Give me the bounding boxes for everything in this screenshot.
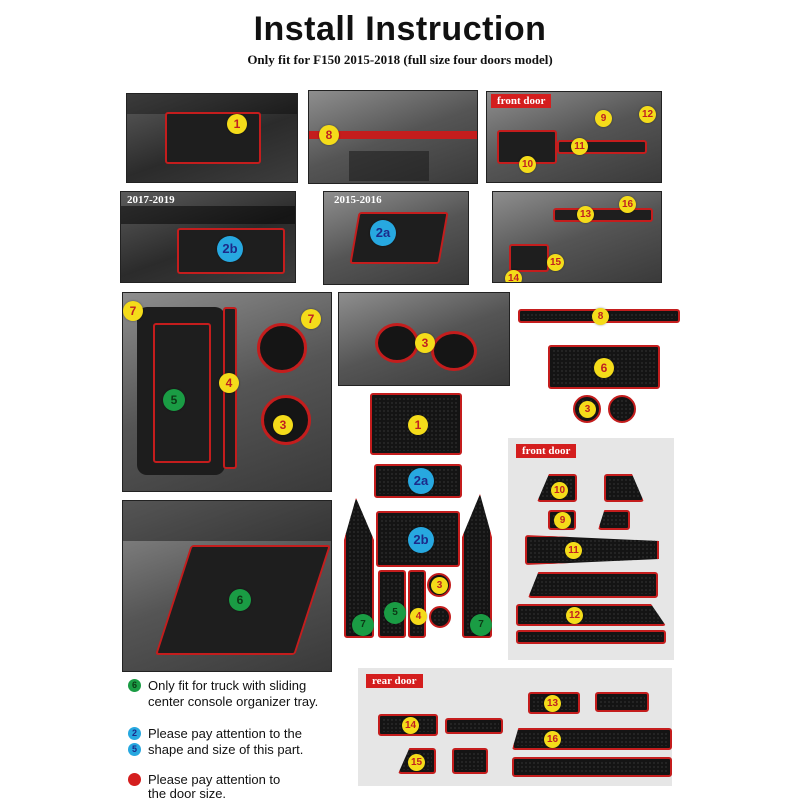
mat-9: 9: [548, 510, 576, 530]
marker-6-photo: 6: [229, 589, 251, 611]
mat-marker-8: 8: [592, 308, 609, 325]
mat-2a: 2a: [374, 464, 462, 498]
mat-marker-6: 6: [594, 358, 614, 378]
mat-14-b: [445, 718, 503, 734]
mat-16-b: [512, 757, 672, 777]
mat-6: 6: [548, 345, 660, 389]
marker-9: 9: [595, 110, 612, 127]
year-2017-label: 2017-2019: [127, 194, 175, 206]
mat-marker-3-a: 3: [579, 401, 596, 418]
mat-marker-15: 15: [408, 754, 425, 771]
note-marker-6: 6: [128, 679, 141, 692]
mat-13: 13: [528, 692, 580, 714]
note-line: shape and size of this part.: [148, 742, 304, 757]
photo-dash-strip: 8: [308, 90, 478, 184]
mat-14: 14: [378, 714, 438, 736]
mat-13-b: [595, 692, 649, 712]
mat-marker-11: 11: [565, 542, 582, 559]
photo-front-door: front door 9 12 11 10: [486, 91, 662, 183]
mat-5-b: 4: [408, 570, 427, 638]
page-subtitle: Only fit for F150 2015-2018 (full size f…: [247, 52, 553, 67]
note-line: Only fit for truck with sliding: [148, 678, 307, 693]
mat-3-coaster-a: 3: [573, 395, 601, 423]
mat-marker-10: 10: [551, 482, 568, 499]
page-title: Install Instruction: [253, 10, 547, 48]
mat-marker-3-c: 3: [431, 577, 448, 594]
marker-1: 1: [227, 114, 247, 134]
front-door-tag: front door: [491, 94, 552, 108]
mat-15-b: [452, 748, 488, 774]
marker-7-a: 7: [123, 301, 143, 321]
photo-sliding-tray: 6: [122, 500, 332, 672]
mat-12-c: [516, 630, 666, 644]
mat-16: 16: [512, 728, 672, 750]
mat-3-coaster-d: [429, 606, 451, 628]
marker-13: 13: [577, 206, 594, 223]
mat-marker-4: 4: [410, 608, 427, 625]
photo-upper-console-tray: 1: [126, 93, 298, 183]
year-2015-label: 2015-2016: [334, 194, 382, 206]
marker-2a: 2a: [370, 220, 396, 246]
marker-10: 10: [519, 156, 536, 173]
rear-door-panel-tag: rear door: [366, 674, 423, 688]
marker-14: 14: [505, 270, 522, 282]
mat-marker-7-right: 7: [470, 614, 492, 636]
red-dot-icon: [128, 773, 141, 786]
mat-3-coaster-c: 3: [427, 573, 451, 597]
mat-marker-1: 1: [408, 415, 428, 435]
mat-marker-13: 13: [544, 695, 561, 712]
mat-marker-5: 5: [384, 602, 406, 624]
mat-marker-2b: 2b: [408, 527, 434, 553]
front-door-panel-tag: front door: [516, 444, 577, 458]
marker-12: 12: [639, 106, 656, 123]
mat-1: 1: [370, 393, 462, 455]
note-line: the door size.: [148, 786, 227, 800]
mat-2b: 2b: [376, 511, 460, 567]
note-marker-2: 2: [128, 727, 141, 740]
note-line: Please pay attention to the: [148, 726, 302, 741]
note-line: Please pay attention to: [148, 772, 281, 787]
marker-4-photo: 4: [219, 373, 239, 393]
note-marker-5: 5: [128, 743, 141, 756]
mat-3-coaster-b: [608, 395, 636, 423]
mat-10: 10: [537, 474, 577, 502]
mat-7-right: 7: [462, 494, 492, 638]
photo-2015-console: 2015-2016 2a: [323, 191, 469, 285]
mat-7-left: 7: [344, 498, 374, 638]
marker-11: 11: [571, 138, 588, 155]
mat-marker-12: 12: [566, 607, 583, 624]
mat-marker-9: 9: [554, 512, 571, 529]
mat-marker-14: 14: [402, 717, 419, 734]
marker-3-photo: 3: [273, 415, 293, 435]
marker-3-cupholder: 3: [415, 333, 435, 353]
photo-cupholders: 3: [338, 292, 510, 386]
marker-16: 16: [619, 196, 636, 213]
photo-center-console-open: 7 7 5 4 3: [122, 292, 332, 492]
marker-15: 15: [547, 254, 564, 271]
marker-2b: 2b: [217, 236, 243, 262]
mat-8: 8: [518, 308, 680, 325]
mat-marker-7-left: 7: [352, 614, 374, 636]
mat-marker-16: 16: [544, 731, 561, 748]
mat-12-a: [528, 572, 658, 598]
photo-2017-console: 2017-2019 2b: [120, 191, 296, 283]
marker-5-photo: 5: [163, 389, 185, 411]
marker-7-b: 7: [301, 309, 321, 329]
mat-5-a: 5: [378, 570, 406, 638]
mat-12-b: 12: [516, 604, 666, 626]
photo-rear-door: 13 16 15 14: [492, 191, 662, 283]
note-line: center console organizer tray.: [148, 694, 319, 709]
marker-8: 8: [319, 125, 339, 145]
mat-marker-2a: 2a: [408, 468, 434, 494]
